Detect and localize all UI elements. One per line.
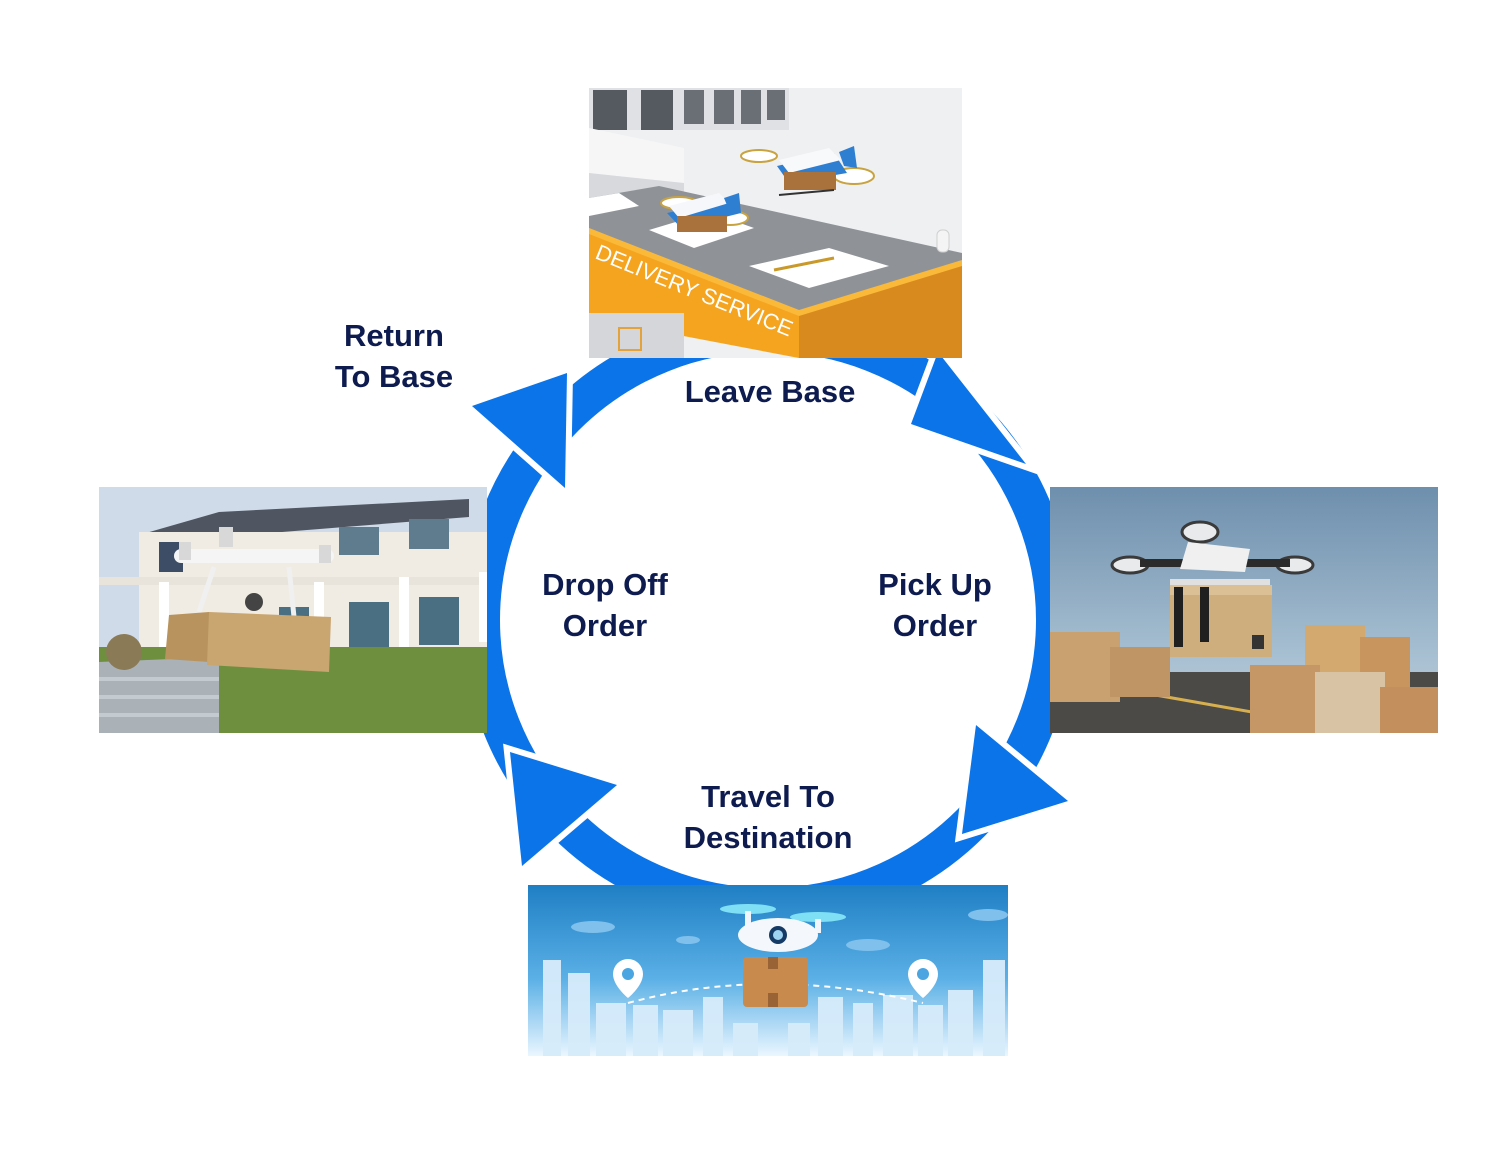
arrow-head-icon [472,373,567,488]
label-travel-to-destination: Travel To Destination [683,779,853,855]
pick-up-order-photo [1050,487,1438,733]
label-drop-off-order: Drop Off Order [542,567,668,643]
label-return-to-base: Return To Base [334,318,454,394]
arrow-head-icon [510,752,617,866]
label-leave-base: Leave Base [684,374,856,409]
arrow-head-icon [962,725,1068,834]
map-pin-icon [908,959,938,998]
leave-base-photo: DELIVERY SERVICE [589,88,962,358]
travel-to-destination-photo [528,885,1008,1056]
label-pick-up-order: Pick Up Order [878,567,992,643]
map-pin-icon [613,959,643,998]
drop-off-order-photo [99,487,487,733]
arrow-head-icon [911,352,1026,464]
